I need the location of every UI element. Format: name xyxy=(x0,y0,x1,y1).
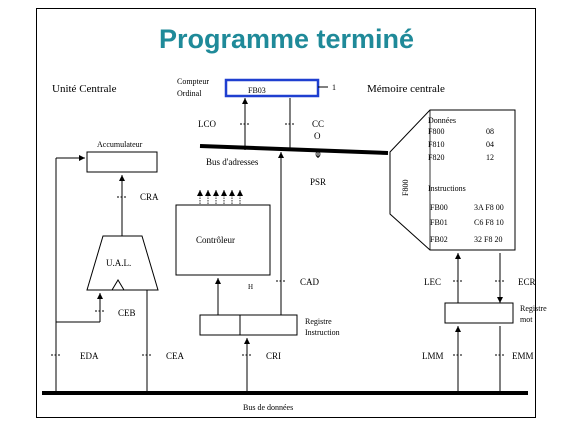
alu-block xyxy=(86,235,159,291)
controller-block xyxy=(175,204,271,276)
signal-cco-line1: CC xyxy=(312,119,324,129)
signal-cad: CAD xyxy=(300,277,320,287)
signal-psr: PSR xyxy=(310,177,326,187)
controller-h-label: H xyxy=(248,283,253,291)
memory-instr-addr-0: FB00 xyxy=(430,203,448,212)
alu-notch xyxy=(111,279,125,291)
word-register xyxy=(444,302,514,324)
instruction-register xyxy=(199,314,298,336)
address-bus-label: Bus d'adresses xyxy=(206,157,259,167)
program-counter-register xyxy=(224,78,320,98)
program-counter-value: FB03 xyxy=(248,86,266,95)
memory-data-header: Données xyxy=(428,116,456,125)
signal-cea: CEA xyxy=(166,351,185,361)
signal-lmm: LMM xyxy=(422,351,444,361)
accumulator-label: Accumulateur xyxy=(97,140,143,149)
data-bus-label: Bus de données xyxy=(243,403,293,412)
slide-title: Programme terminé xyxy=(158,24,415,54)
controller-label: Contrôleur xyxy=(196,235,235,245)
memory-data-addr-1: F810 xyxy=(428,140,444,149)
memory-instr-addr-2: FB02 xyxy=(430,235,448,244)
signal-lec: LEC xyxy=(424,277,441,287)
signal-cra: CRA xyxy=(140,192,159,202)
memory-side-label: F800 xyxy=(401,180,410,196)
alu-label: U.A.L. xyxy=(106,258,131,268)
signal-ceb: CEB xyxy=(118,308,136,318)
cpu-label: Unité Centrale xyxy=(52,83,117,95)
program-counter-label-line2: Ordinal xyxy=(177,89,202,98)
memory-label: Mémoire centrale xyxy=(367,83,445,95)
psr-gate-ellipse xyxy=(315,150,321,158)
memory-instr-value-0: 3A F8 00 xyxy=(474,203,504,212)
memory-data-value-1: 04 xyxy=(486,140,494,149)
program-counter-tag: 1 xyxy=(332,83,336,92)
word-register-label-line2: mot xyxy=(520,315,533,324)
word-register-label-line1: Registre xyxy=(520,304,547,313)
signal-emm: EMM xyxy=(512,351,534,361)
accumulator-register xyxy=(86,151,158,173)
memory-instr-value-1: C6 F8 10 xyxy=(474,218,504,227)
program-counter-label-line1: Compteur xyxy=(177,77,209,86)
signal-ecr: ECR xyxy=(518,277,536,287)
memory-data-addr-2: F820 xyxy=(428,153,444,162)
memory-instr-addr-1: FB01 xyxy=(430,218,448,227)
memory-instr-value-2: 32 F8 20 xyxy=(474,235,502,244)
address-bus xyxy=(199,144,389,155)
signal-cri: CRI xyxy=(266,351,281,361)
signal-cco-line2: O xyxy=(314,131,321,141)
instruction-register-label-line2: Instruction xyxy=(305,328,340,337)
memory-data-value-0: 08 xyxy=(486,127,494,136)
signal-lco: LCO xyxy=(198,119,217,129)
signal-eda: EDA xyxy=(80,351,99,361)
memory-instructions-header: Instructions xyxy=(428,184,466,193)
control-signal-arrows xyxy=(197,190,243,204)
instruction-register-label-line1: Registre xyxy=(305,317,332,326)
memory-data-addr-0: F800 xyxy=(428,127,444,136)
memory-data-value-2: 12 xyxy=(486,153,494,162)
